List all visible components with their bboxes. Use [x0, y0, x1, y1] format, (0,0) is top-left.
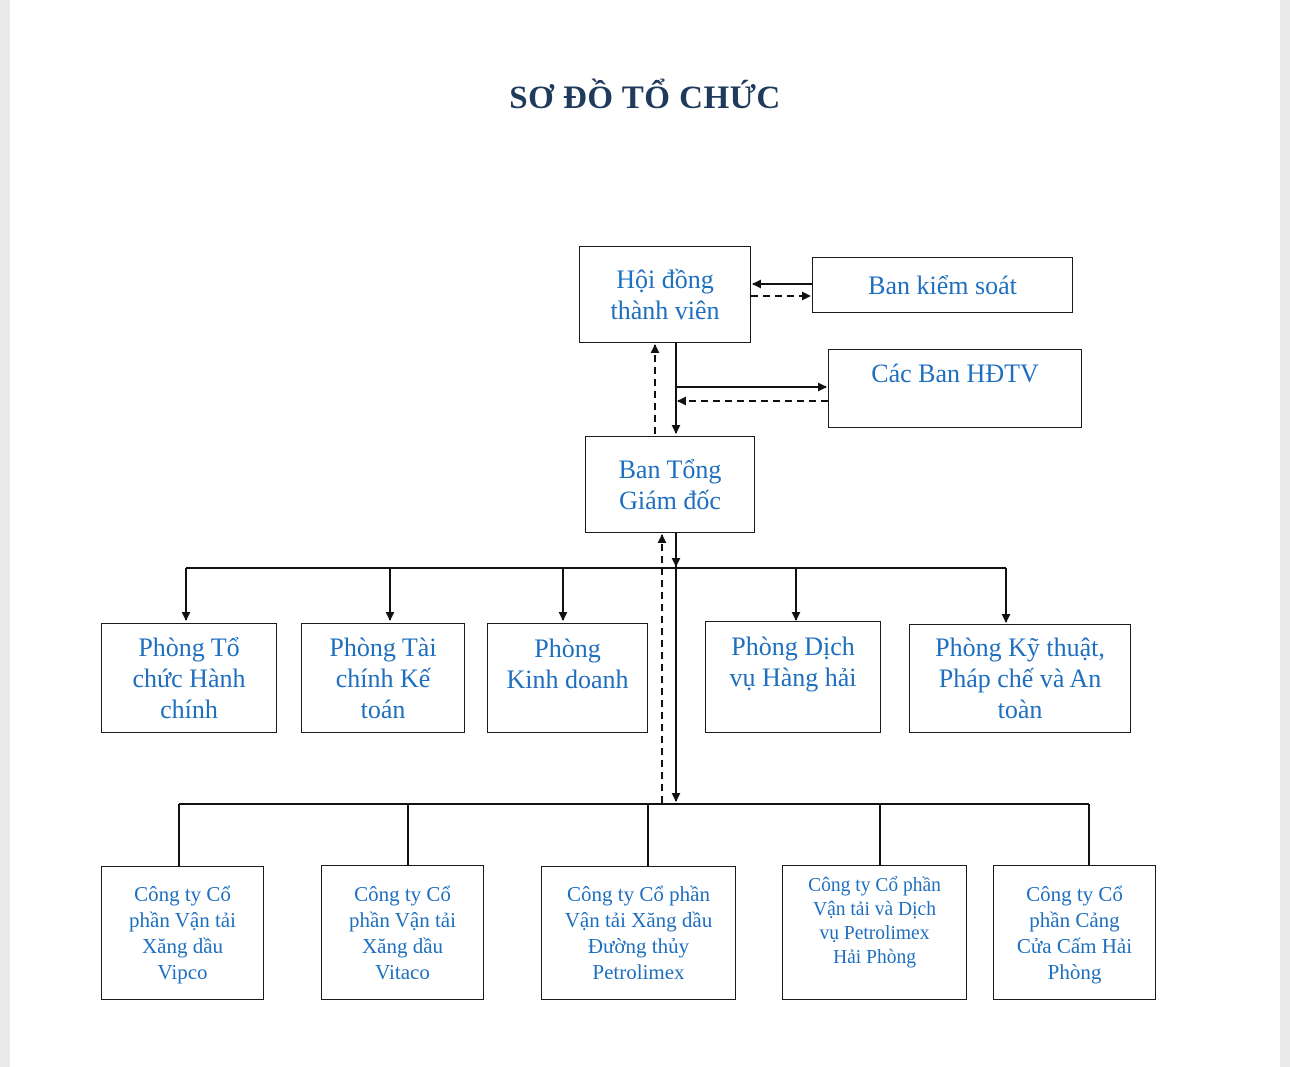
node-label: Công ty Cổ phần Vận tải và Dịch vụ Petro…: [808, 875, 941, 968]
node-label: Công ty Cổ phần Cảng Cửa Cấm Hải Phòng: [1016, 881, 1133, 984]
node-label: Công ty Cổ phần Vận tải Xăng dầu Vitaco: [349, 881, 456, 984]
node-label: Ban Tổng Giám đốc: [618, 454, 722, 515]
node-hoi-dong-thanh-vien: Hội đồng thành viên: [579, 246, 751, 343]
node-label: Công ty Cổ phần Vận tải Xăng dầu Đường t…: [564, 882, 713, 984]
node-label: Phòng Dịch vụ Hàng hải: [729, 632, 857, 692]
node-department-dich-vu-hang-hai: Phòng Dịch vụ Hàng hải: [705, 621, 881, 733]
node-ban-kiem-soat: Ban kiểm soát: [812, 257, 1073, 313]
node-label: Hội đồng thành viên: [610, 264, 720, 325]
node-department-to-chuc-hanh-chinh: Phòng Tổ chức Hành chính: [101, 623, 277, 733]
node-company-petrolimex-hai-phong: Công ty Cổ phần Vận tải và Dịch vụ Petro…: [782, 865, 967, 1000]
node-label: Các Ban HĐTV: [871, 359, 1039, 388]
node-company-vipco: Công ty Cổ phần Vận tải Xăng dầu Vipco: [101, 866, 264, 1000]
node-company-duong-thuy-petrolimex: Công ty Cổ phần Vận tải Xăng dầu Đường t…: [541, 866, 736, 1000]
node-company-cang-cua-cam-hai-phong: Công ty Cổ phần Cảng Cửa Cấm Hải Phòng: [993, 865, 1156, 1000]
node-cac-ban-hdtv: Các Ban HĐTV: [828, 349, 1082, 428]
node-label: Phòng Kỹ thuật, Pháp chế và An toàn: [935, 633, 1105, 724]
node-label: Phòng Kinh doanh: [506, 634, 629, 694]
node-label: Công ty Cổ phần Vận tải Xăng dầu Vipco: [129, 882, 236, 984]
node-label: Ban kiểm soát: [868, 270, 1017, 300]
node-label: Phòng Tổ chức Hành chính: [132, 632, 246, 724]
node-company-vitaco: Công ty Cổ phần Vận tải Xăng dầu Vitaco: [321, 865, 484, 1000]
page-title: SƠ ĐỒ TỔ CHỨC: [509, 80, 781, 116]
node-ban-tong-giam-doc: Ban Tổng Giám đốc: [585, 436, 755, 533]
node-department-ky-thuat-phap-che-an-toan: Phòng Kỹ thuật, Pháp chế và An toàn: [909, 624, 1131, 733]
node-department-kinh-doanh: Phòng Kinh doanh: [487, 623, 648, 733]
node-department-tai-chinh-ke-toan: Phòng Tài chính Kế toán: [301, 623, 465, 733]
node-label: Phòng Tài chính Kế toán: [329, 632, 437, 724]
